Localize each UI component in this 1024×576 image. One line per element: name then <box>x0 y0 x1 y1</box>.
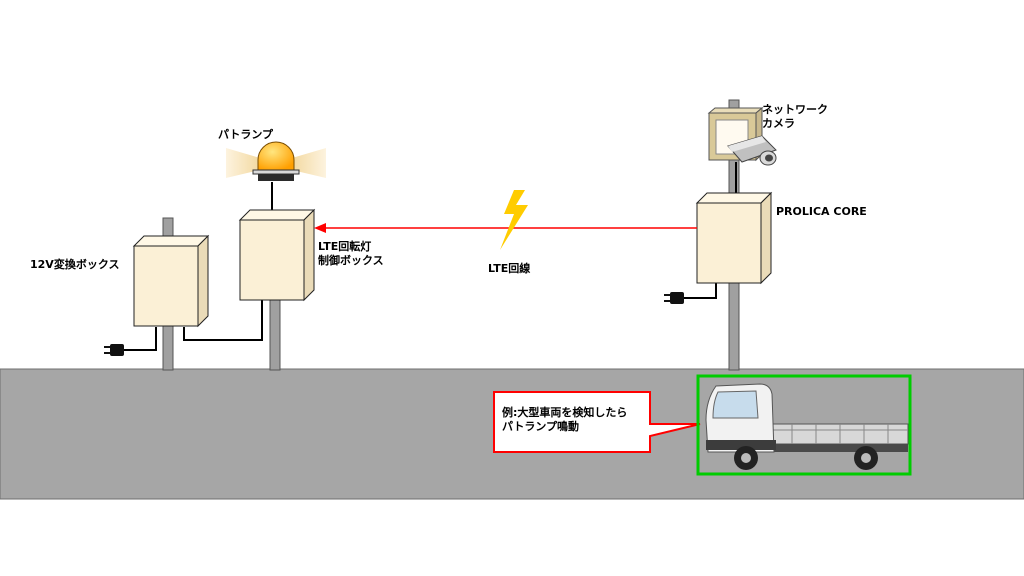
lte-arrow-head <box>314 223 326 233</box>
callout-line2: パトランプ鳴動 <box>502 420 579 433</box>
label-12v-box: 12V変換ボックス <box>30 258 120 271</box>
callout-line1: 例:大型車両を検知したら <box>502 406 628 419</box>
label-network-camera-line2: カメラ <box>762 117 795 130</box>
box-prolica-core <box>695 191 773 285</box>
label-patlamp: パトランプ <box>218 128 273 141</box>
cable-12v-to-lte <box>183 300 263 341</box>
network-camera-icon <box>707 106 777 166</box>
cable-12v-plug <box>124 327 157 351</box>
detection-area <box>696 374 912 476</box>
label-network-camera-line1: ネットワーク <box>762 103 828 116</box>
lightning-icon <box>500 190 528 250</box>
label-lte-link: LTE回線 <box>488 262 531 275</box>
label-lte-control-line2: 制御ボックス <box>318 254 384 267</box>
truck-icon <box>705 383 909 470</box>
cable-prolica-plug <box>684 281 717 299</box>
callout-text: 例:大型車両を検知したら パトランプ鳴動 <box>502 406 627 434</box>
power-plug-icon <box>664 292 684 304</box>
label-lte-control-line1: LTE回転灯 <box>318 240 372 253</box>
power-plug-icon <box>104 344 124 356</box>
callout-bubble <box>493 391 701 453</box>
label-lte-control-box: LTE回転灯 制御ボックス <box>318 240 384 268</box>
patlamp-icon <box>226 141 326 181</box>
box-12v-converter <box>132 234 210 328</box>
pole-lte-box <box>269 299 281 371</box>
box-lte-control <box>238 208 316 302</box>
label-prolica-core: PROLICA CORE <box>776 205 867 218</box>
label-network-camera: ネットワーク カメラ <box>762 103 828 131</box>
